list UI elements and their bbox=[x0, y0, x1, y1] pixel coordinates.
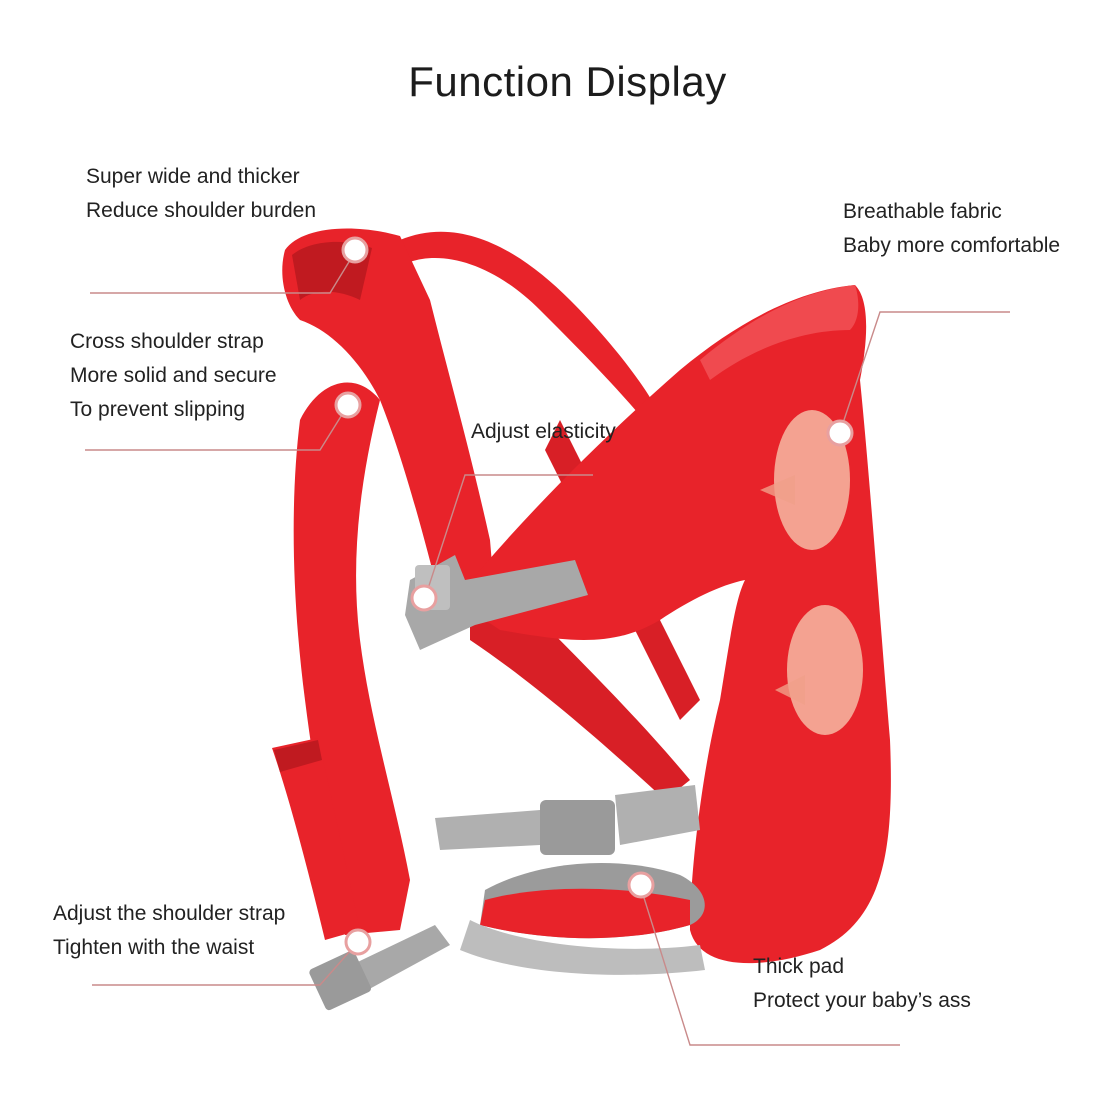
bottom-buckle bbox=[309, 950, 372, 1011]
waist-buckle bbox=[540, 800, 615, 855]
leader-cross bbox=[85, 404, 349, 451]
cross-strap bbox=[470, 600, 690, 800]
leader-lines bbox=[85, 251, 1010, 1046]
callout-line: Baby more comfortable bbox=[843, 234, 1061, 257]
page-title: Function Display bbox=[408, 58, 727, 105]
top-buckle-strap bbox=[405, 555, 588, 650]
leader-adjust bbox=[92, 941, 359, 986]
callout-pad: Thick pad Protect your baby’s ass bbox=[753, 950, 971, 1018]
leader-shoulder bbox=[90, 251, 356, 294]
callout-shoulder: Super wide and thicker Reduce shoulder b… bbox=[86, 160, 316, 228]
callout-line: Tighten with the waist bbox=[53, 936, 255, 959]
markers bbox=[334, 236, 854, 956]
shoulder-strap-left bbox=[282, 228, 495, 600]
leader-elastic bbox=[424, 474, 593, 599]
callout-line: Cross shoulder strap bbox=[70, 330, 264, 353]
loose-strap-end-shade bbox=[274, 740, 322, 772]
callout-line: More solid and secure bbox=[70, 364, 277, 387]
fabric-puff-upper bbox=[774, 410, 850, 550]
leader-fabric bbox=[839, 311, 1010, 433]
waist-strap bbox=[435, 810, 540, 850]
marker-adjust bbox=[344, 928, 372, 956]
callout-line: Thick pad bbox=[753, 955, 845, 978]
marker-cross bbox=[334, 391, 362, 419]
callout-adjust: Adjust the shoulder strap Tighten with t… bbox=[53, 897, 285, 965]
leader-pad bbox=[639, 884, 900, 1046]
seat-pad-edge bbox=[480, 888, 690, 939]
marker-elastic bbox=[410, 584, 438, 612]
callout-line: Protect your baby’s ass bbox=[753, 989, 971, 1012]
loose-strap-end bbox=[272, 738, 360, 940]
front-panel-edge bbox=[700, 285, 859, 380]
callout-elastic: Adjust elasticity bbox=[471, 415, 616, 449]
rear-strap bbox=[400, 231, 660, 425]
callout-line: Adjust the shoulder strap bbox=[53, 902, 286, 925]
marker-shoulder bbox=[341, 236, 369, 264]
callout-line: Breathable fabric bbox=[843, 200, 1002, 223]
callout-line: Adjust elasticity bbox=[471, 420, 616, 443]
fabric-puff-lower bbox=[787, 605, 863, 735]
marker-pad bbox=[627, 871, 655, 899]
marker-fabric bbox=[826, 419, 854, 447]
callout-line: Reduce shoulder burden bbox=[86, 199, 316, 222]
callout-line: To prevent slipping bbox=[70, 398, 246, 421]
callout-line: Super wide and thicker bbox=[86, 165, 300, 188]
callout-cross: Cross shoulder strap More solid and secu… bbox=[70, 325, 277, 427]
callout-fabric: Breathable fabric Baby more comfortable bbox=[843, 195, 1060, 263]
